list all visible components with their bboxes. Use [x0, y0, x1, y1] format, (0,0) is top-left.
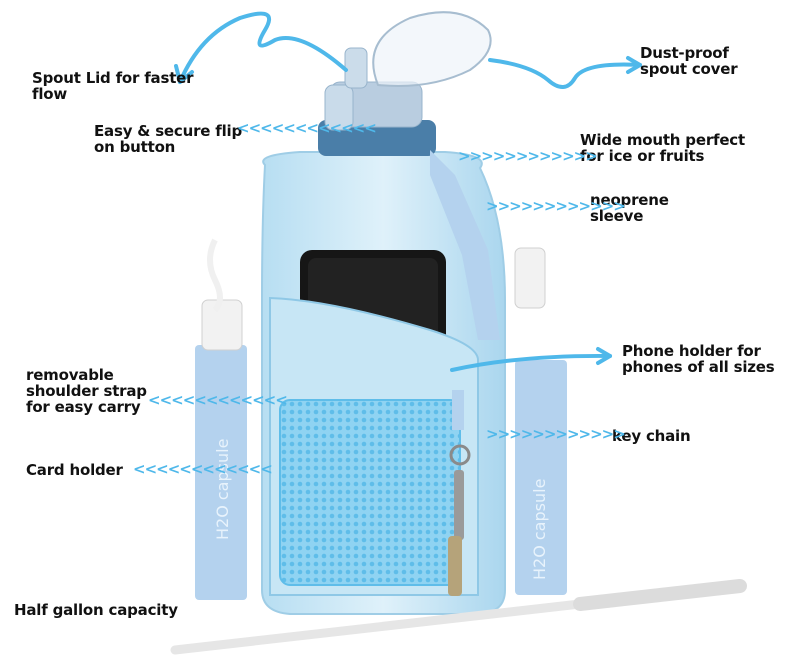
wide-mouth-label: Wide mouth perfect for ice or fruits [580, 132, 745, 164]
dust-proof-cover [372, 11, 492, 87]
wide-mouth-line-2: for ice or fruits [580, 147, 705, 165]
flip-button-pointer: <<<<<<<<<<<< [237, 119, 377, 137]
shoulder-strap-label: removable shoulder strap for easy carry [26, 367, 147, 415]
card-holder-pointer: <<<<<<<<<<<< [133, 460, 273, 478]
key-chain-pointer: >>>>>>>>>>>> [486, 425, 626, 443]
capacity-label: Half gallon capacity [14, 602, 178, 618]
phone-holder-line-2: phones of all sizes [622, 358, 775, 376]
left-shoulder-strap: H2O capsule [195, 238, 247, 600]
spout-lid-line-2: flow [32, 85, 68, 103]
dust-proof-arrow [488, 58, 642, 89]
wide-mouth-line-1: Wide mouth perfect [580, 131, 745, 149]
shoulder-strap-line-3: for easy carry [26, 398, 141, 416]
flip-button-line-1: Easy & secure flip [94, 122, 243, 140]
phone-holder-line-1: Phone holder for [622, 342, 761, 360]
card-holder-line-1: Card holder [26, 461, 123, 479]
flip-button [324, 84, 354, 131]
dust-proof-line-1: Dust-proof [640, 44, 729, 62]
spout-lid-arrow [178, 11, 348, 84]
straw [170, 579, 747, 655]
mesh-card-holder [279, 399, 461, 586]
right-shoulder-strap: H2O capsule [514, 247, 567, 595]
neoprene-line-2: sleeve [590, 207, 644, 225]
strap-logo-right: H2O capsule [530, 479, 549, 580]
spout-lid-label: Spout Lid for faster flow [32, 69, 194, 103]
spout-lid-line-1: Spout Lid for faster [32, 69, 194, 87]
neoprene-line-1: neoprene [590, 191, 669, 209]
spout [344, 47, 368, 89]
flip-button-label: Easy & secure flip on button [94, 123, 242, 155]
dust-proof-label: Dust-proof spout cover [640, 44, 738, 78]
shoulder-strap-pointer: <<<<<<<<<<<< [148, 391, 288, 409]
shoulder-strap-line-2: shoulder strap [26, 382, 147, 400]
neoprene-pointer: >>>>>>>>>>>> [486, 197, 626, 215]
card-holder-label: Card holder [26, 462, 123, 478]
sleeve-strap-top [430, 150, 500, 340]
dust-proof-line-2: spout cover [640, 60, 738, 78]
phone-holder-arrow [450, 353, 612, 372]
key-chain [448, 390, 471, 596]
key-chain-line-1: key chain [612, 427, 691, 445]
callout-arrows [174, 11, 642, 372]
wide-mouth-pointer: >>>>>>>>>>>> [458, 147, 598, 165]
key-chain-label: key chain [612, 427, 691, 445]
neoprene-label: neoprene sleeve [590, 192, 669, 224]
capacity-line-1: Half gallon capacity [14, 601, 178, 619]
shoulder-strap-line-1: removable [26, 366, 114, 384]
strap-logo-left: H2O capsule [213, 439, 232, 540]
flip-button-line-2: on button [94, 138, 176, 156]
phone-holder-label: Phone holder for phones of all sizes [622, 343, 775, 375]
